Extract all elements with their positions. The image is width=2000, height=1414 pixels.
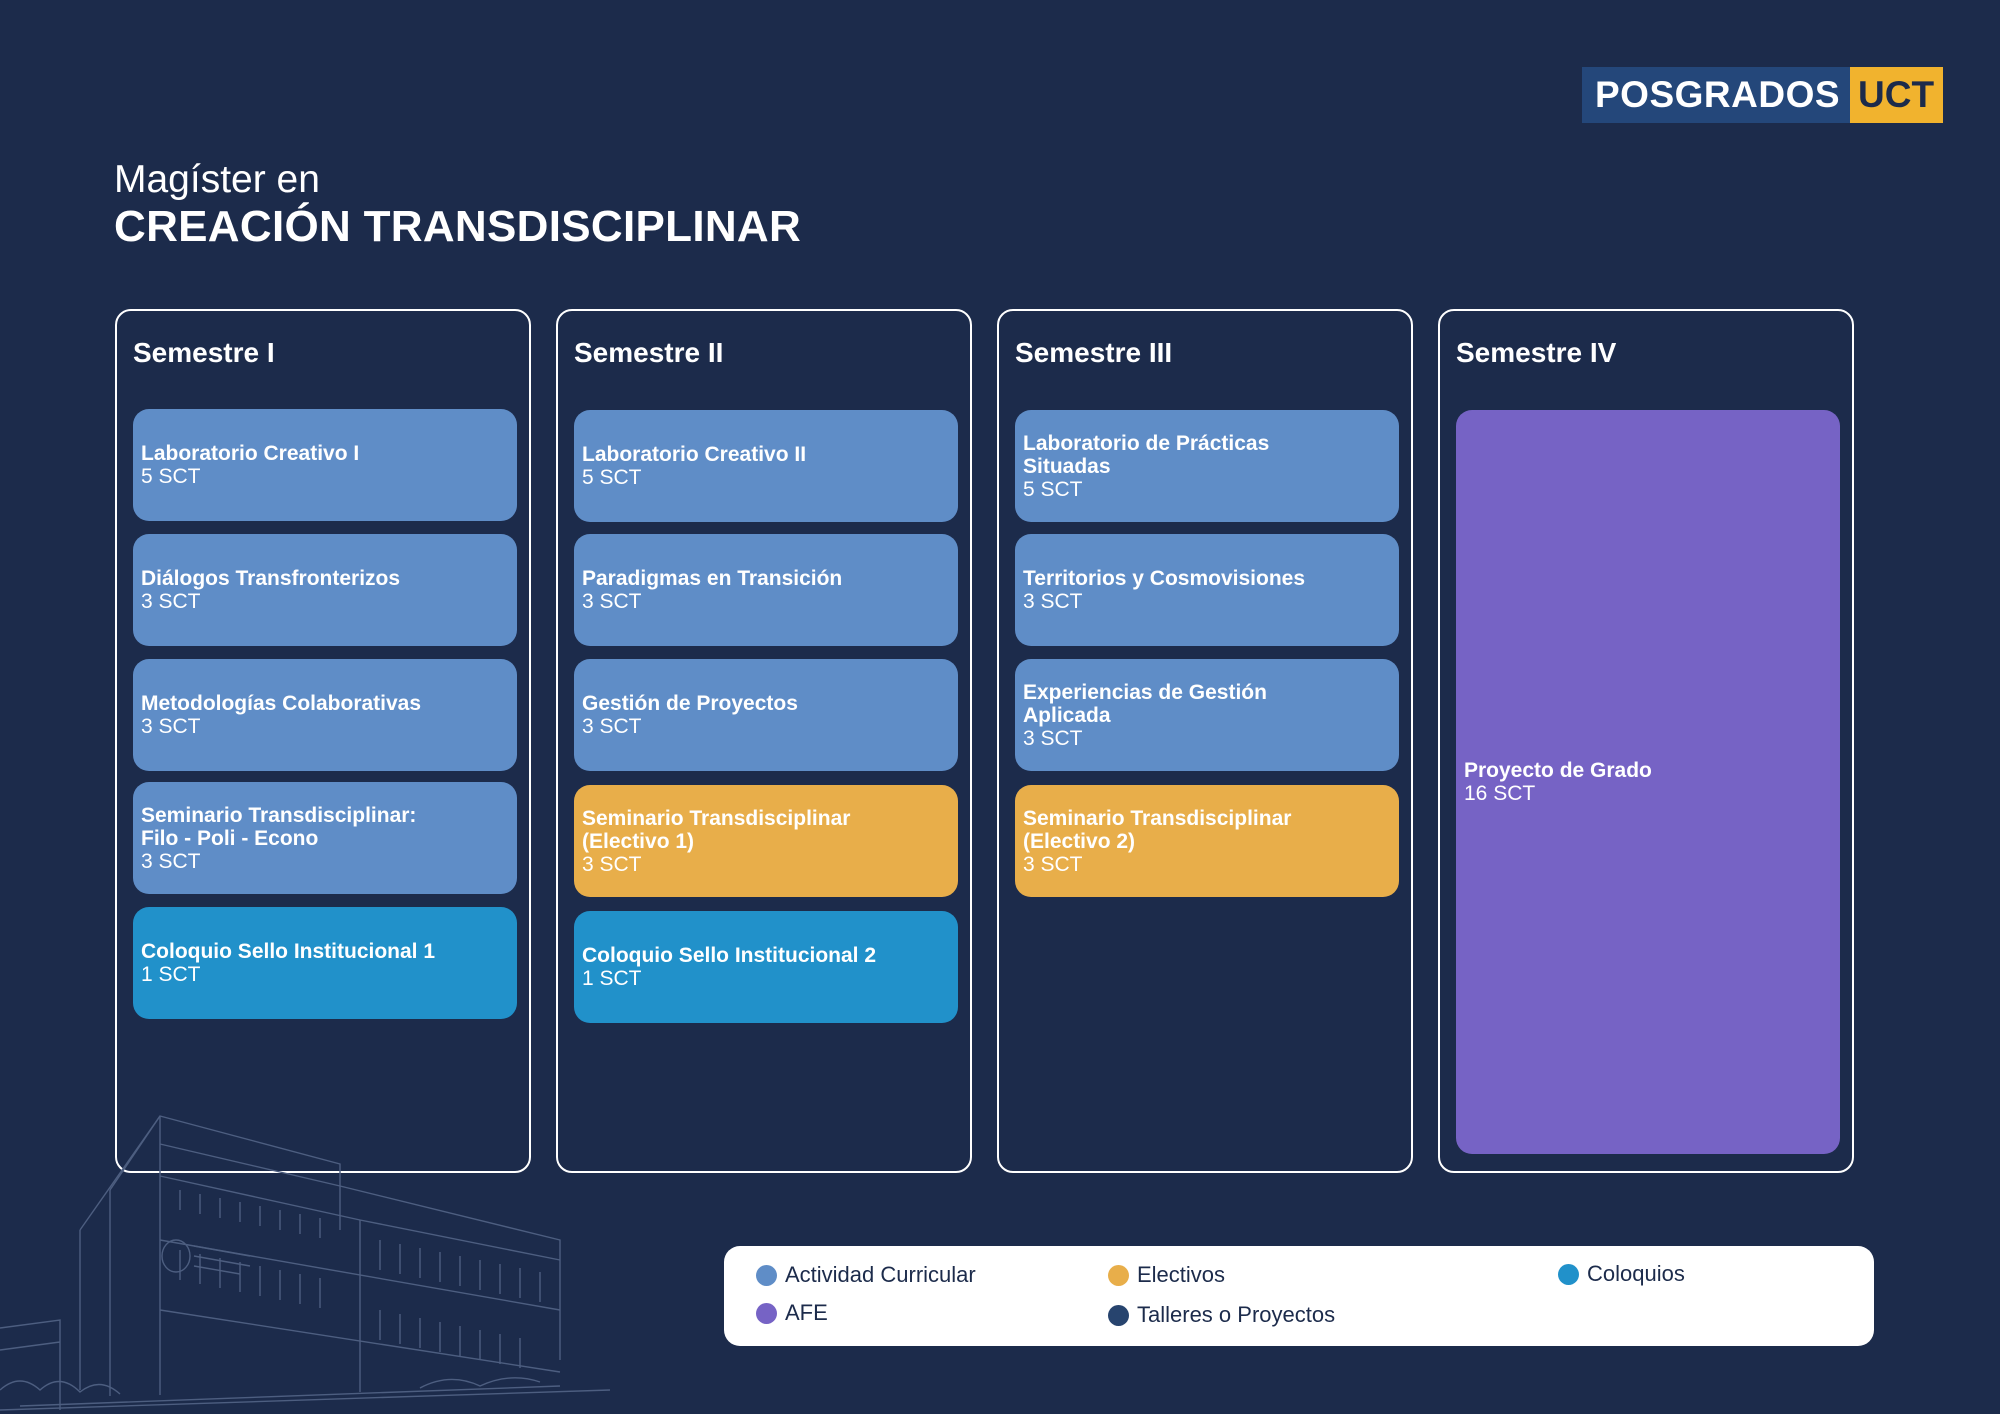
legend-dot-icon	[756, 1264, 777, 1286]
course-card: Coloquio Sello Institucional 2 1 SCT	[574, 911, 958, 1023]
legend-dot-icon	[756, 1302, 777, 1324]
course-card: Metodologías Colaborativas 3 SCT	[133, 659, 517, 771]
legend-item: Actividad Curricular	[756, 1262, 976, 1288]
course-card: Laboratorio Creativo I 5 SCT	[133, 409, 517, 521]
program-title: CREACIÓN TRANSDISCIPLINAR	[114, 202, 802, 251]
legend-dot-icon	[1558, 1263, 1579, 1285]
semester-column-2: Semestre II Laboratorio Creativo II 5 SC…	[556, 309, 972, 1173]
semester-title: Semestre I	[133, 337, 275, 368]
course-name: Gestión de Proyectos	[582, 692, 798, 715]
course-name: Experiencias de Gestión Aplicada	[1023, 680, 1267, 727]
course-name: Coloquio Sello Institucional 2	[582, 944, 877, 967]
legend-item: Talleres o Proyectos	[1108, 1302, 1335, 1328]
course-name: Laboratorio Creativo II	[582, 443, 807, 466]
campus-building-illustration	[0, 1115, 610, 1411]
course-credits: 16 SCT	[1464, 782, 1536, 805]
course-credits: 5 SCT	[141, 465, 201, 488]
course-credits: 3 SCT	[1023, 726, 1083, 750]
course-name: Diálogos Transfronterizos	[141, 567, 401, 590]
semester-column-1: Semestre I Laboratorio Creativo I 5 SCT …	[115, 309, 531, 1173]
course-card: Diálogos Transfronterizos 3 SCT	[133, 534, 517, 646]
course-credits: 5 SCT	[582, 466, 642, 489]
course-credits: 1 SCT	[582, 967, 642, 990]
course-credits: 3 SCT	[582, 715, 642, 738]
semester-title: Semestre IV	[1456, 337, 1617, 368]
legend-label: AFE	[785, 1300, 828, 1325]
course-credits: 1 SCT	[141, 963, 201, 986]
course-credits: 3 SCT	[141, 849, 201, 873]
semester-title: Semestre II	[574, 337, 724, 368]
course-name: Metodologías Colaborativas	[141, 692, 422, 715]
course-name: Laboratorio Creativo I	[141, 442, 360, 465]
course-credits: 3 SCT	[141, 715, 201, 738]
course-card: Seminario Transdisciplinar: Filo - Poli …	[133, 782, 517, 894]
logo-text-posgrados: POSGRADOS	[1582, 67, 1851, 123]
course-card: Laboratorio Creativo II 5 SCT	[574, 410, 958, 522]
course-name: Paradigmas en Transición	[582, 567, 843, 590]
course-name: Seminario Transdisciplinar: Filo - Poli …	[141, 803, 417, 850]
course-card: Experiencias de Gestión Aplicada 3 SCT	[1015, 659, 1399, 771]
course-name: Seminario Transdisciplinar (Electivo 2)	[1023, 806, 1292, 853]
course-credits: 3 SCT	[1023, 852, 1083, 876]
course-card: Proyecto de Grado 16 SCT	[1456, 410, 1840, 1154]
course-card: Gestión de Proyectos 3 SCT	[574, 659, 958, 771]
course-credits: 3 SCT	[582, 852, 642, 876]
course-credits: 3 SCT	[1023, 590, 1083, 613]
course-card: Seminario Transdisciplinar (Electivo 1) …	[574, 785, 958, 897]
course-credits: 3 SCT	[141, 590, 201, 613]
course-name: Proyecto de Grado	[1464, 759, 1652, 782]
logo-text-uct: UCT	[1850, 67, 1944, 123]
course-card: Seminario Transdisciplinar (Electivo 2) …	[1015, 785, 1399, 897]
legend-item: Coloquios	[1558, 1261, 1685, 1287]
legend-label: Coloquios	[1587, 1261, 1685, 1286]
legend-item: Electivos	[1108, 1262, 1225, 1288]
legend-item: AFE	[756, 1300, 828, 1326]
program-subtitle: Magíster en	[114, 158, 320, 201]
course-name: Coloquio Sello Institucional 1	[141, 940, 436, 963]
legend-label: Actividad Curricular	[785, 1262, 976, 1287]
semester-title: Semestre III	[1015, 337, 1173, 368]
course-card: Territorios y Cosmovisiones 3 SCT	[1015, 534, 1399, 646]
posgrados-uct-logo: POSGRADOS UCT	[1582, 67, 1944, 123]
course-card: Laboratorio de Prácticas Situadas 5 SCT	[1015, 410, 1399, 522]
course-card: Paradigmas en Transición 3 SCT	[574, 534, 958, 646]
course-card: Coloquio Sello Institucional 1 1 SCT	[133, 907, 517, 1019]
course-name: Laboratorio de Prácticas Situadas	[1023, 431, 1270, 478]
course-name: Territorios y Cosmovisiones	[1023, 567, 1306, 590]
legend: Actividad Curricular Electivos Coloquios…	[724, 1246, 1874, 1346]
legend-label: Talleres o Proyectos	[1137, 1302, 1336, 1327]
semester-column-3: Semestre III Laboratorio de Prácticas Si…	[997, 309, 1413, 1173]
legend-dot-icon	[1108, 1264, 1129, 1286]
course-credits: 3 SCT	[582, 590, 642, 613]
course-name: Seminario Transdisciplinar (Electivo 1)	[582, 806, 851, 853]
legend-dot-icon	[1108, 1304, 1129, 1326]
semester-column-4: Semestre IV Proyecto de Grado 16 SCT	[1438, 309, 1854, 1173]
legend-label: Electivos	[1137, 1262, 1226, 1287]
course-credits: 5 SCT	[1023, 477, 1083, 501]
